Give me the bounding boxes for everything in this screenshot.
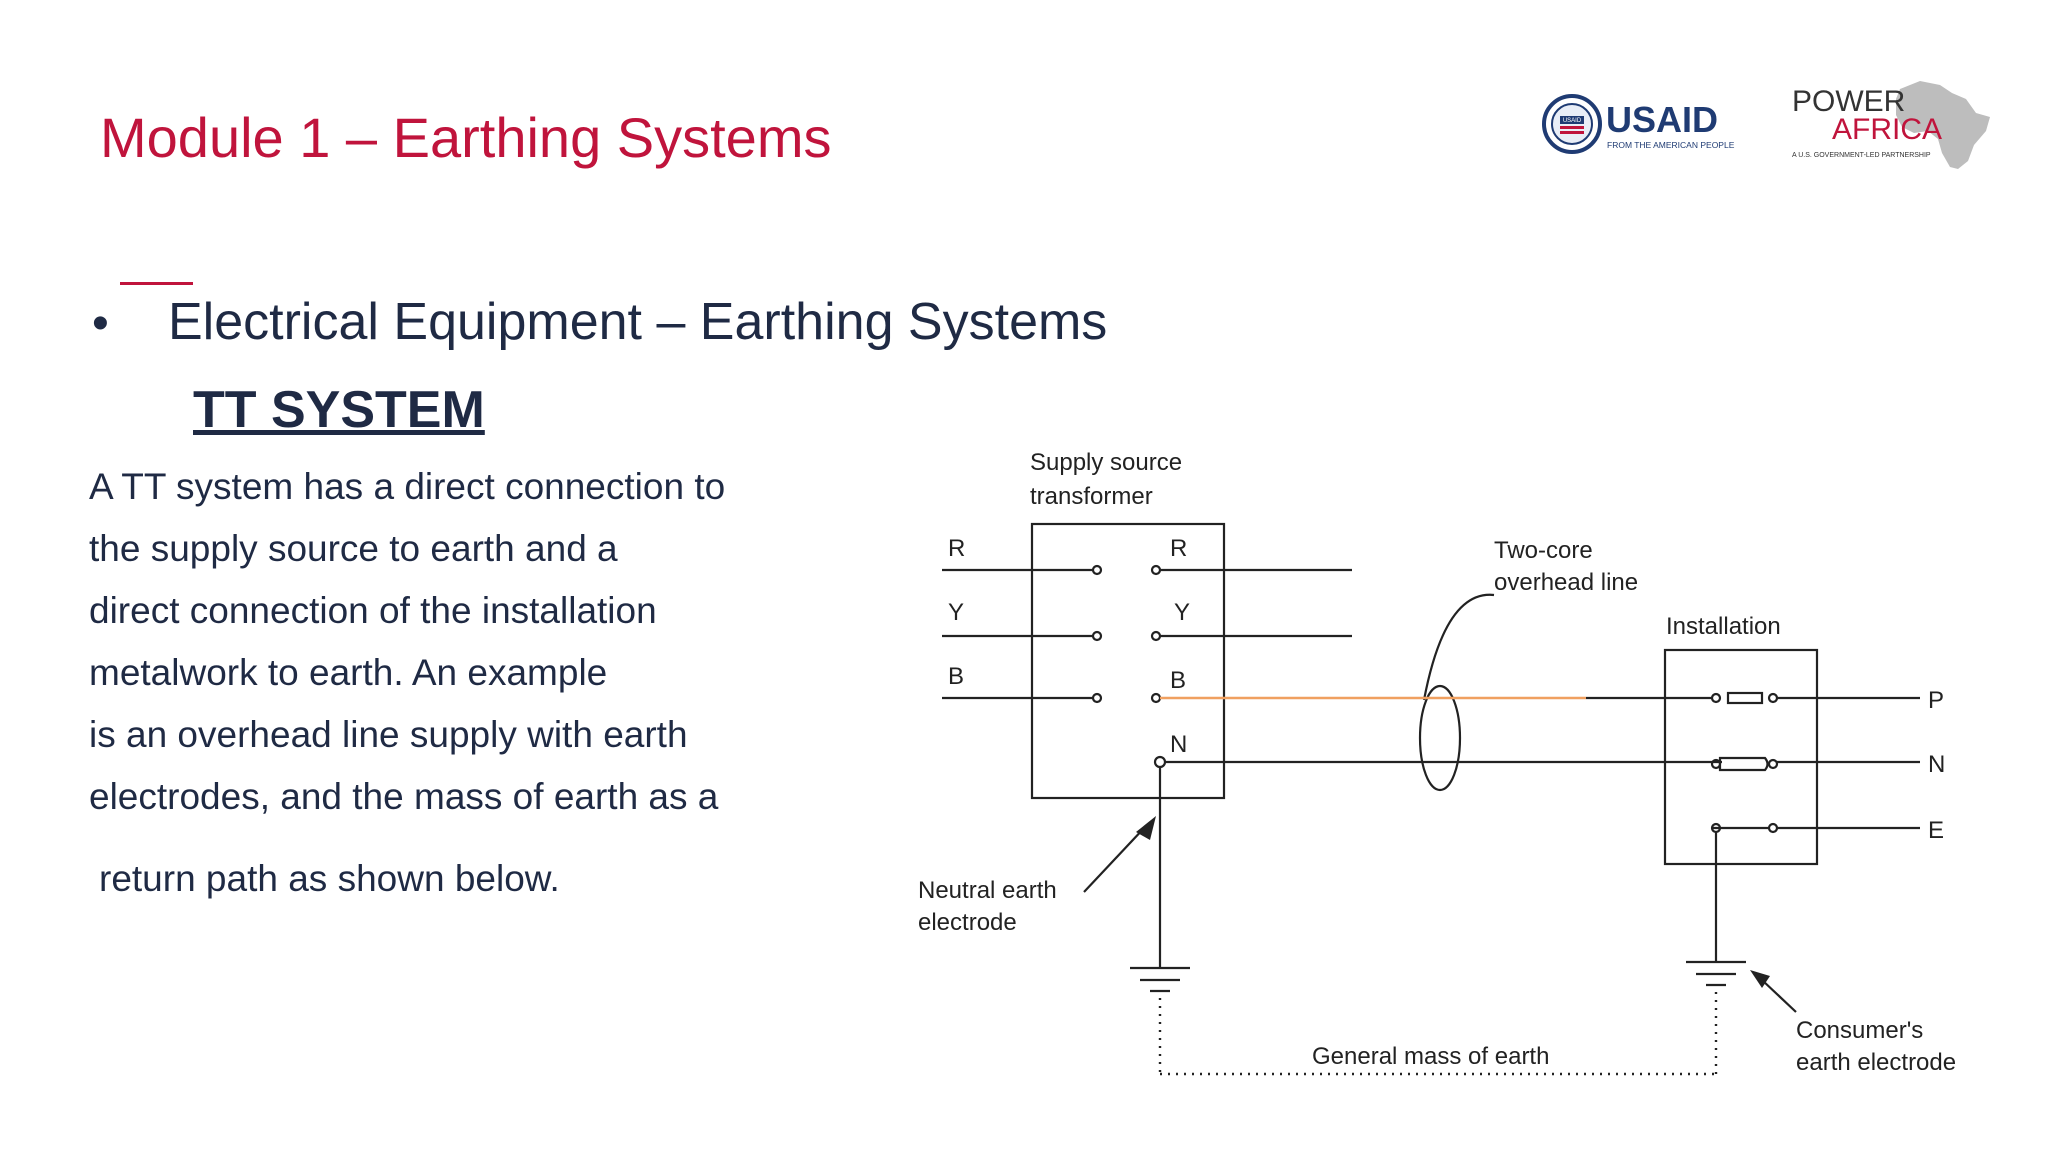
general-mass-label: General mass of earth [1312,1043,1549,1070]
power-africa-logo: POWER AFRICA A U.S. GOVERNMENT-LED PARTN… [1792,81,1990,169]
section-subheading: TT SYSTEM [193,381,485,439]
neutral-arrow-icon [1136,816,1156,840]
paragraph-line: A TT system has a direct connection to [89,466,726,507]
terminal-p: P [1928,687,1944,714]
usaid-wordmark: USAID [1606,99,1718,140]
supply-label-1: Supply source [1030,449,1182,476]
two-core-label-2: overhead line [1494,569,1638,596]
accent-divider [120,282,193,285]
installation-label: Installation [1666,613,1781,640]
transformer-box [1030,522,1226,800]
terminal-n: N [1928,751,1945,778]
power-africa-tagline: A U.S. GOVERNMENT-LED PARTNERSHIP [1792,152,1931,159]
neutral-earth-label-2: electrode [918,909,1017,936]
power-africa-line2: AFRICA [1832,113,1942,146]
consumer-arrow-icon [1750,970,1770,988]
left-label-r: R [948,535,965,562]
left-label-y: Y [948,599,964,626]
bullet-icon: • [92,297,109,350]
paragraph-line: direct connection of the installation [89,590,657,631]
paragraph-line: electrodes, and the mass of earth as a [89,776,719,817]
right-label-n: N [1170,731,1187,758]
usaid-seal-text: USAID [1563,118,1582,124]
paragraph-line: return path as shown below. [99,858,560,899]
two-core-label-1: Two-core [1494,537,1593,564]
bullet-heading: Electrical Equipment – Earthing Systems [168,293,1108,351]
supply-label-2: transformer [1030,483,1153,510]
paragraph-line: metalwork to earth. An example [89,652,608,693]
right-label-y: Y [1174,599,1190,626]
installation-box [1663,648,1819,866]
right-label-b: B [1170,667,1186,694]
terminal-e: E [1928,817,1944,844]
consumer-earth-label-1: Consumer's [1796,1017,1923,1044]
power-africa-line1: POWER [1792,85,1905,118]
page-title: Module 1 – Earthing Systems [100,106,832,169]
paragraph-line: is an overhead line supply with earth [89,714,688,755]
right-label-r: R [1170,535,1187,562]
left-label-b: B [948,663,964,690]
description-paragraph: A TT system has a direct connection to t… [89,456,849,910]
consumer-earth-label-2: earth electrode [1796,1049,1956,1076]
usaid-logo: USAID USAID FROM THE AMERICAN PEOPLE [1542,94,1735,154]
africa-map-icon [1896,81,1990,169]
neutral-earth-label-1: Neutral earth [918,877,1057,904]
paragraph-line: the supply source to earth and a [89,528,618,569]
usaid-tagline: FROM THE AMERICAN PEOPLE [1607,140,1735,150]
